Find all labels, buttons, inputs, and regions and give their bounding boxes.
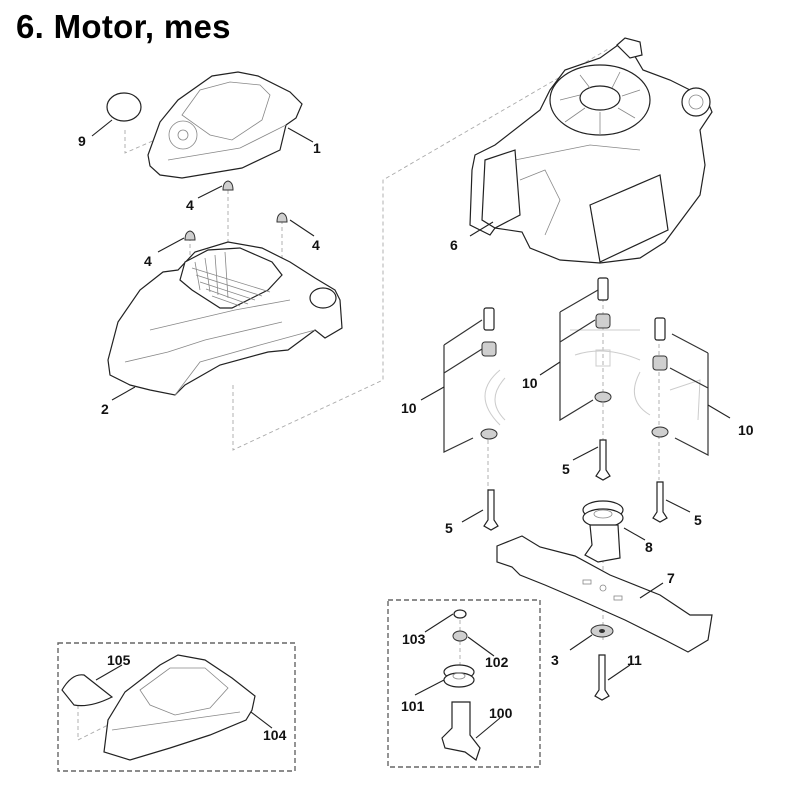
alt-cover-part[interactable] (103, 654, 256, 761)
alt-ring-part[interactable] (453, 609, 467, 619)
callout-101: 101 (401, 698, 425, 714)
alt-spacer-part[interactable] (452, 630, 468, 642)
callout-4c: 4 (312, 237, 320, 253)
page-title: 6. Motor, mes (16, 8, 231, 45)
washer-part[interactable] (590, 624, 614, 638)
leader-lines (91, 119, 731, 739)
bolt-parts[interactable] (483, 439, 668, 531)
main-cover-part[interactable] (107, 241, 343, 396)
mount-kit-center[interactable] (559, 277, 641, 422)
label-disc-part[interactable] (106, 92, 142, 122)
blade-part[interactable] (496, 535, 713, 653)
callout-102: 102 (485, 654, 509, 670)
callout-labels: 9 1 4 4 4 2 6 10 10 10 5 5 5 8 7 3 11 10… (78, 133, 754, 743)
callout-6: 6 (450, 237, 458, 253)
blade-holder-part[interactable] (582, 500, 624, 563)
callout-103: 103 (402, 631, 426, 647)
alt-holder-part[interactable] (441, 701, 481, 761)
callout-11: 11 (627, 652, 642, 668)
callout-10a: 10 (401, 400, 417, 416)
callout-104: 104 (263, 727, 287, 743)
callout-4a: 4 (186, 197, 194, 213)
callout-5c: 5 (694, 512, 702, 528)
callout-8: 8 (645, 539, 653, 555)
callout-100: 100 (489, 705, 513, 721)
blade-bolt-part[interactable] (594, 654, 610, 701)
engine-part[interactable] (469, 37, 713, 264)
grommet-parts[interactable] (184, 180, 288, 241)
callout-5b: 5 (445, 520, 453, 536)
callout-2: 2 (101, 401, 109, 417)
alternative-holder-box (387, 599, 541, 768)
mount-kit-right[interactable] (633, 317, 709, 456)
callout-9: 9 (78, 133, 86, 149)
callout-5a: 5 (562, 461, 570, 477)
alternative-cover-box (57, 642, 296, 772)
callout-10c: 10 (738, 422, 754, 438)
callout-105: 105 (107, 652, 131, 668)
callout-3: 3 (551, 652, 559, 668)
callout-1: 1 (313, 140, 321, 156)
callout-7: 7 (667, 570, 675, 586)
alt-pulley-part[interactable] (443, 664, 475, 688)
alt-label-part[interactable] (61, 674, 114, 707)
top-cover-part[interactable] (147, 71, 303, 179)
mount-kit-left[interactable] (443, 307, 506, 453)
callout-10b: 10 (522, 375, 538, 391)
callout-4b: 4 (144, 253, 152, 269)
